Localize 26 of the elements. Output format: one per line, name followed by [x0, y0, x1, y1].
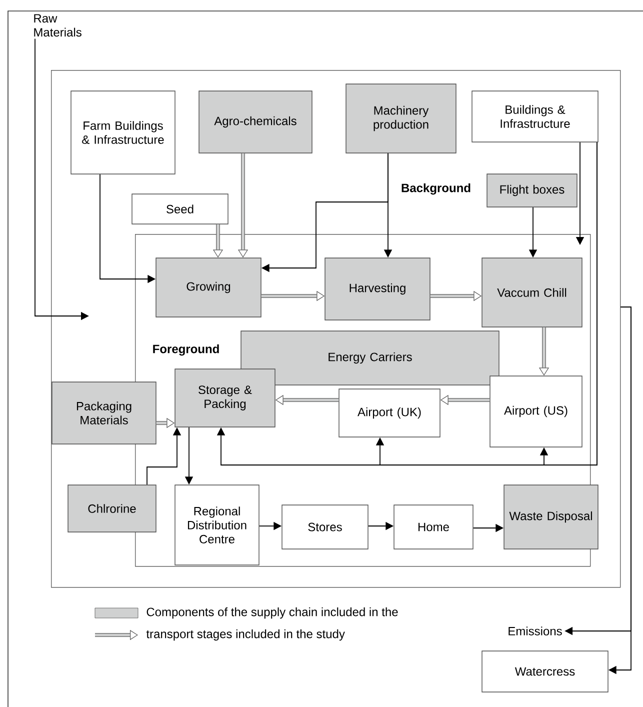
process-box: Stores: [282, 504, 368, 550]
arrow: [540, 142, 598, 466]
legend-text: Components of the supply chain included in the: [146, 607, 398, 619]
flow-label: Emissions: [508, 626, 562, 636]
region-label: Background: [402, 183, 470, 195]
component-box: Waste Disposal: [504, 484, 598, 550]
process-box: Seed: [132, 194, 228, 224]
component-box: Machinery production: [346, 84, 456, 154]
process-box: Watercress: [482, 650, 608, 692]
component-box: Flight boxes: [486, 174, 578, 208]
region-label: Foreground: [153, 344, 219, 356]
component-box: Vaccum Chill: [482, 258, 582, 328]
component-box: Growing: [156, 258, 262, 318]
flow-label: Raw Materials: [34, 14, 82, 37]
component-box: Harvesting: [324, 258, 430, 320]
component-box: Agro-chemicals: [198, 90, 312, 154]
process-box: Airport (UK): [338, 388, 440, 438]
component-box: Storage & Packing: [174, 368, 276, 428]
component-box: Packaging Materials: [52, 382, 156, 444]
process-box: Home: [394, 504, 474, 550]
process-box: Regional Distribution Centre: [174, 484, 260, 566]
component-box: Chlrorine: [68, 484, 156, 532]
process-box: Airport (US): [490, 376, 582, 448]
legend-text: transport stages included in the study: [146, 629, 345, 641]
process-box: Buildings & Infrastructure: [472, 90, 598, 142]
process-box: Farm Buildings & Infrastructure: [70, 90, 176, 174]
